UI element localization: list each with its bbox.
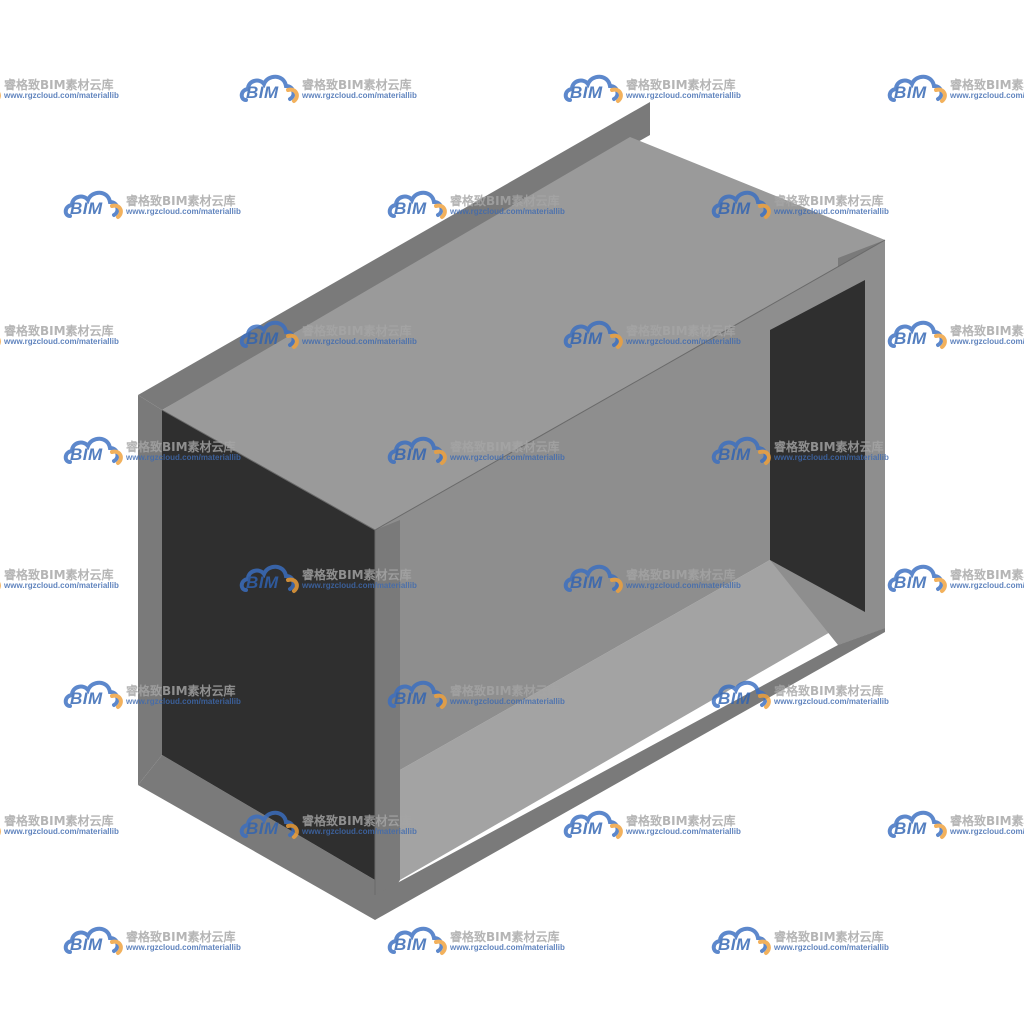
duct-top-face <box>162 137 885 530</box>
front-flange-edge <box>375 520 400 920</box>
duct-right-wall <box>770 280 865 612</box>
front-flange-frame <box>138 395 162 785</box>
duct-front-face <box>375 240 885 895</box>
duct-interior-floor <box>400 560 865 880</box>
duct-left-opening <box>162 410 375 880</box>
